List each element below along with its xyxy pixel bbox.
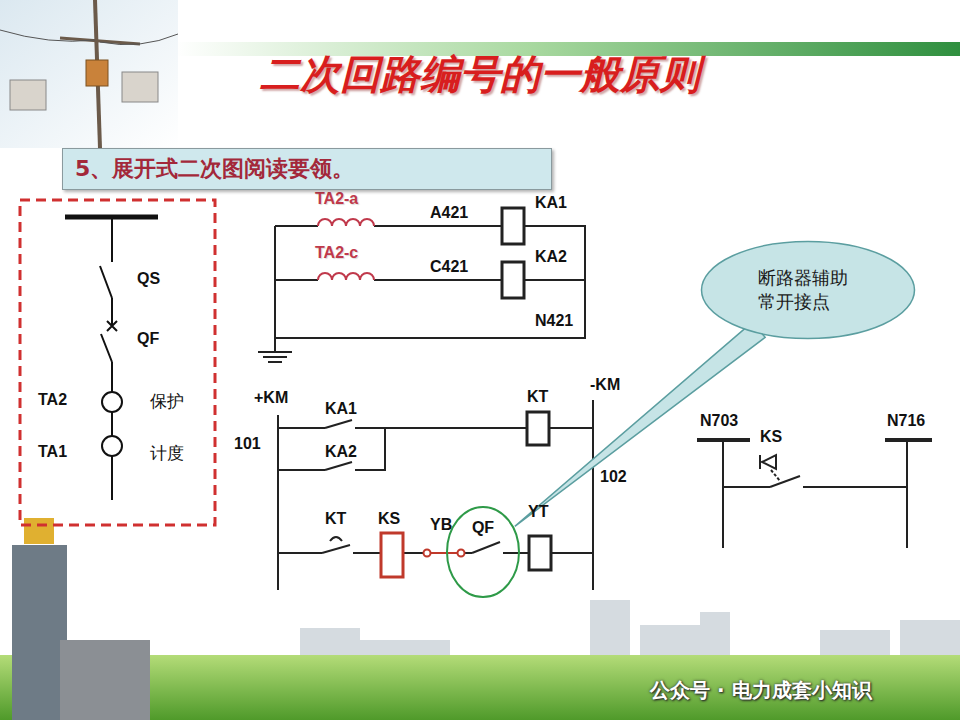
breaker-cross — [107, 321, 117, 331]
contact-label: KT — [325, 510, 346, 528]
link-bar — [427, 552, 461, 554]
wire-number: C421 — [430, 258, 468, 276]
callout-pointer — [515, 322, 765, 527]
device-label: QF — [137, 330, 159, 348]
relay-coil — [527, 412, 549, 445]
device-label: QS — [137, 270, 160, 288]
ground-symbol — [258, 352, 292, 362]
signal-relay-coil — [381, 533, 403, 577]
purpose-label: 保护 — [150, 391, 184, 411]
wire-number: N716 — [887, 412, 925, 430]
link-piece — [424, 550, 465, 557]
building — [900, 620, 960, 660]
wire-number: 101 — [234, 435, 261, 453]
photo-sky — [0, 0, 178, 148]
coil-label: TA2-c — [315, 244, 358, 262]
building — [640, 625, 700, 660]
section-heading-box: 5、展开式二次图阅读要领。 — [62, 148, 552, 190]
control-bus — [278, 400, 593, 590]
wire — [723, 486, 907, 488]
signal-mark — [759, 455, 761, 469]
relay-label: KA1 — [535, 194, 567, 212]
bucket — [122, 72, 158, 102]
ct-winding — [318, 219, 374, 226]
signal-circuit — [697, 440, 932, 548]
link-terminal — [424, 550, 431, 557]
relay-label: KA2 — [535, 248, 567, 266]
building — [700, 612, 730, 660]
bus-label: +KM — [254, 389, 288, 407]
coil-label: YT — [528, 503, 548, 521]
relay-label: KT — [527, 388, 548, 406]
ellipse-outline — [702, 242, 915, 339]
wire — [275, 226, 585, 352]
signal-bus — [723, 440, 907, 548]
ct-winding — [318, 273, 374, 280]
feeder-line — [100, 217, 112, 500]
callout-bubble: 断路器辅助 常开接点 — [700, 240, 916, 340]
device-label: TA2 — [38, 391, 67, 409]
contact-label: KA1 — [325, 400, 357, 418]
relay-label: KS — [378, 510, 400, 528]
signal-mark — [762, 455, 776, 469]
wire-number: N703 — [700, 412, 738, 430]
wire-number: 102 — [600, 468, 627, 486]
device-label: TA1 — [38, 443, 67, 461]
node-outline — [700, 240, 916, 340]
primary-circuit — [65, 217, 158, 500]
control-circuit — [278, 400, 593, 590]
watermark: 公众号 · 电力成套小知识 — [650, 678, 872, 702]
trip-coil — [529, 536, 551, 570]
wire — [275, 279, 585, 281]
current-circuit — [258, 208, 585, 362]
wire — [278, 428, 385, 470]
node-text: 断路器辅助 常开接点 — [758, 266, 858, 314]
building — [590, 600, 630, 660]
time-delay-mark — [330, 537, 342, 541]
relay-coil — [502, 262, 524, 298]
header-photo — [0, 0, 178, 148]
low-building — [60, 640, 150, 720]
tower-sign — [24, 518, 54, 544]
tower-building — [12, 545, 67, 720]
contact-blade — [770, 476, 800, 487]
mechanical-link — [771, 470, 780, 481]
ellipse-outline — [447, 507, 519, 597]
contact-blade — [325, 420, 352, 428]
node-text: 5、展开式二次图阅读要领。 — [75, 154, 354, 184]
link-terminal — [458, 550, 465, 557]
background-buildings — [300, 600, 960, 660]
ct-symbol — [102, 392, 122, 412]
power-line — [0, 30, 178, 45]
wire-number: N421 — [535, 312, 573, 330]
purpose-label: 计度 — [150, 443, 184, 463]
contact-label: KS — [760, 428, 782, 446]
left-building — [12, 518, 150, 720]
node-text: QF — [472, 519, 494, 537]
dashed-frame — [20, 200, 215, 525]
wire-number: A421 — [430, 204, 468, 222]
highlight-ring: QF — [445, 505, 521, 599]
contact-blade — [322, 545, 350, 553]
ct-symbol — [102, 436, 122, 456]
contact-blade — [325, 462, 352, 470]
bus-label: -KM — [590, 376, 620, 394]
bucket — [10, 80, 46, 110]
coil-label: TA2-a — [315, 190, 358, 208]
contact-label: KA2 — [325, 443, 357, 461]
contact-blade — [472, 542, 500, 553]
connector-label: YB — [430, 516, 452, 534]
relay-coil — [502, 208, 524, 244]
transformer — [86, 60, 108, 86]
small-bus — [697, 438, 932, 442]
slide-title: 二次回路编号的一般原则 — [0, 48, 960, 100]
